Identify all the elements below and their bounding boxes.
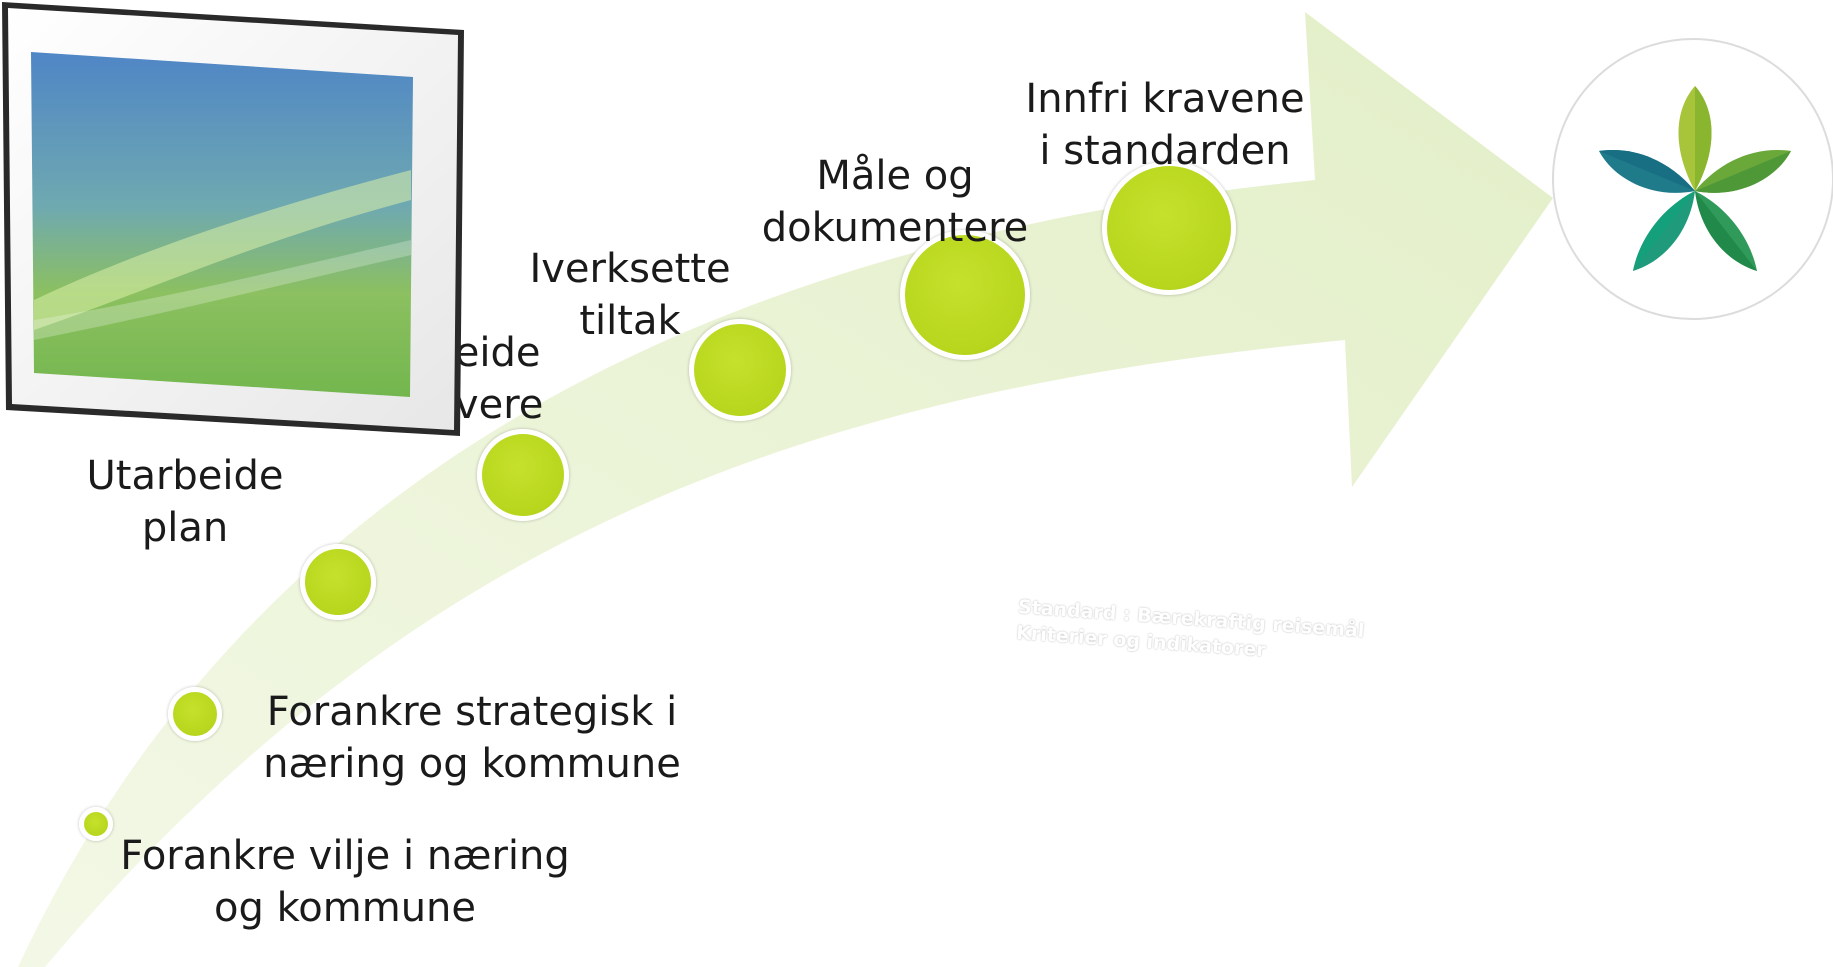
step-dot-3 [300,544,376,620]
step-dot-6 [900,230,1030,360]
step-label-2: Forankre strategisk i næring og kommune [263,689,681,787]
step-dot-5 [689,319,791,421]
standard-document [2,2,464,436]
step-label-7: Innfri kravene i standarden [1025,76,1305,174]
step-label-1: Forankre vilje i næring og kommune [120,833,570,931]
step-dot-7 [1102,161,1236,295]
step-dot-2 [168,687,222,741]
step-label-6: Måle og dokumentere [761,153,1029,251]
leaf-star-logo-icon [1552,38,1833,320]
step-dot-1 [79,807,113,841]
step-label-5: Iverksette tiltak [529,246,731,344]
step-dot-4 [477,429,569,521]
step-label-3: Utarbeide plan [86,453,284,551]
